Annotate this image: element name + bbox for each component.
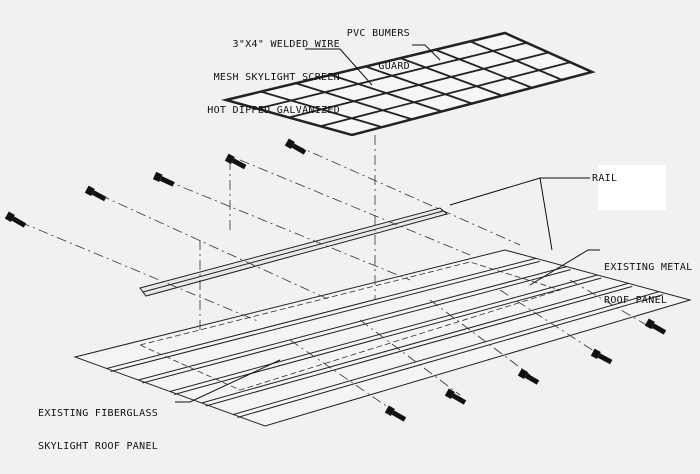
mesh-screen-label: 3"X4" WELDED WIRE MESH SKYLIGHT SCREEN H… [185, 17, 340, 138]
fiberglass-line-1: EXISTING FIBERGLASS [38, 408, 159, 419]
roof-rib [138, 266, 567, 381]
bolt-shank [597, 353, 613, 365]
bolt-shank [291, 143, 307, 155]
mesh-wire [320, 61, 571, 128]
mesh-label-line-3: HOT DIPPED GALVANIZED [207, 105, 340, 116]
bolt [152, 171, 175, 187]
roof-rib-edge [237, 294, 664, 418]
bolts [4, 138, 667, 422]
roof-rib [233, 291, 660, 415]
fiberglass-panel-label: EXISTING FIBERGLASS SKYLIGHT ROOF PANEL [38, 386, 158, 474]
guard-label: PVC BUMERS GUARD [330, 6, 410, 94]
roof-rib [106, 257, 536, 369]
bolt [284, 138, 307, 155]
bolt [444, 388, 467, 405]
bolt-head [517, 368, 528, 379]
mesh-label-line-2: MESH SKYLIGHT SCREEN [213, 72, 340, 83]
bolt-shank [91, 190, 107, 202]
bolt-head [224, 153, 235, 165]
roof-rib-edge [173, 277, 602, 395]
fiberglass-line-2: SKYLIGHT ROOF PANEL [38, 441, 159, 452]
metal-panel-line-1: EXISTING METAL [604, 262, 693, 273]
bolt-shank [391, 410, 407, 422]
bolt [590, 348, 613, 365]
roof-rib-edge [110, 260, 540, 372]
guard-label-line-2: GUARD [378, 61, 410, 72]
roof-rib-edge [205, 285, 633, 407]
bolt-shank [524, 373, 540, 385]
exploded-assembly-drawing [4, 31, 692, 427]
existing-metal-roof-panel [73, 249, 692, 427]
blank-patch [598, 165, 666, 210]
bolt-shank [11, 216, 27, 228]
mesh-wire [288, 51, 549, 119]
mesh-wire [257, 41, 527, 110]
metal-panel-label: EXISTING METAL ROOF PANEL [604, 240, 693, 328]
fiberglass-skylight-panel [138, 261, 562, 391]
alignment-lines [19, 135, 656, 413]
bolt [224, 153, 247, 170]
bolt [84, 185, 107, 202]
bolt-shank [159, 176, 175, 187]
bolt-head [4, 211, 15, 222]
leader-lines [175, 44, 600, 403]
bolt [644, 318, 667, 335]
bolt-head [284, 138, 295, 149]
bolt-shank [651, 323, 667, 335]
bolt-shank [451, 393, 467, 405]
bolt [384, 405, 407, 422]
skylight-screen-diagram: 3"X4" WELDED WIRE MESH SKYLIGHT SCREEN H… [4, 6, 693, 452]
metal-panel-line-2: ROOF PANEL [604, 295, 668, 306]
rail-label: RAIL [592, 173, 618, 184]
guard-label-line-1: PVC BUMERS [346, 28, 410, 39]
bolt-head [152, 171, 163, 183]
roof-rib [201, 282, 629, 404]
roof-rib-edge [142, 269, 571, 384]
bolt-head [590, 348, 601, 360]
bolt-head [84, 185, 95, 197]
mesh-label-line-1: 3"X4" WELDED WIRE [232, 39, 340, 50]
roof-rib [169, 274, 598, 392]
bolt [517, 368, 540, 385]
bolt-head [444, 388, 455, 399]
rail [139, 207, 449, 297]
bolt-shank [231, 158, 247, 170]
bolt-head [384, 405, 395, 416]
bolt-head [644, 318, 655, 329]
welded-wire-mesh-screen [221, 31, 596, 137]
bolt [4, 211, 27, 228]
